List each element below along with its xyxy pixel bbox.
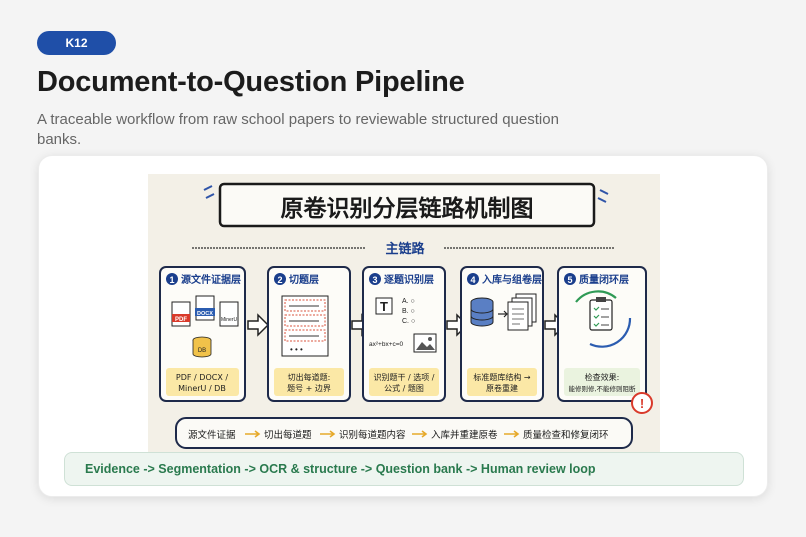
flow-arrow-icon [247,313,270,337]
documents-stack-icon [507,293,537,331]
docx-label-bg [195,308,215,316]
stage-2: 2 切题层 • • • 切出每道题: 题号 + 边界 [267,266,351,402]
stage-note-line-2: MinerU / DB [178,384,226,393]
stage-number: 2 [277,275,282,285]
diagram-title-box [218,182,596,228]
flow-arrow-small-icon [412,430,428,438]
stage-note-line-1: 检查效果: [585,372,620,382]
stage-note-line-1: PDF / DOCX / [176,373,228,382]
stage-1: 1 源文件证据层 PDF DOCX MinerU DB PDF / DOCX /… [159,266,246,402]
stage-note-line-2: 原卷重建 [486,383,518,393]
stage-note-line-2: 能修则修,不能修则阻断 [568,384,636,393]
flow-arrow-small-icon [320,430,336,438]
svg-text:!: ! [640,396,644,411]
option-c: C. ○ [402,318,415,325]
flow-arrow-small-icon [245,430,261,438]
pdf-label-bg [172,314,190,322]
stage-3: 3 逐题识别层 T A. ○ B. ○ C. ○ ax²+bx+c=0 识别题干… [362,266,446,402]
page-subtitle: A traceable workflow from raw school pap… [37,111,559,148]
option-a: A. ○ [402,298,415,305]
flow-step-4: 入库并重建原卷 [431,429,498,441]
database-stack-icon [470,297,494,327]
stage-number: 4 [470,275,475,285]
stage-note-line-1: 识别题干 / 选项 / [373,372,434,382]
flow-step-2: 切出每道题 [264,429,312,441]
sparkle-left-icon [203,185,215,199]
flow-arrow-small-icon [504,430,520,438]
flow-summary-box [175,417,633,449]
main-chain-label: 主链路 [385,241,425,257]
sparkle-right-icon [597,189,609,203]
clipboard-checklist-icon [575,290,632,348]
stage-name: 入库与组卷层 [482,273,542,286]
docx-label: DOCX [197,311,213,317]
svg-text:T: T [380,299,388,314]
stage-name: 质量闭环层 [579,273,629,286]
diagram-card: 原卷识别分层链路机制图 主链路 1 源文件证据层 PDF DOCX MinerU… [38,155,768,497]
pdf-label: PDF [175,317,187,323]
stage-name: 源文件证据层 [181,273,241,286]
text-recognition-icon [375,297,393,315]
flow-step-3: 识别每道题内容 [339,429,406,441]
formula-text: ax²+bx+c=0 [369,341,404,348]
stage-number: 3 [372,275,377,285]
stage-name: 切题层 [289,274,319,286]
stage-number: 5 [567,275,572,285]
stage-note-line-2: 公式 / 题图 [384,383,424,393]
pipeline-caption: Evidence -> Segmentation -> OCR & struct… [64,452,744,486]
category-badge: K12 [37,31,116,55]
page-title: Document-to-Question Pipeline [37,66,465,98]
db-label: DB [198,348,206,354]
stage-note-line-1: 标准题库结构 → [473,372,531,382]
stage-5: 5 质量闭环层 检查效果: 能修则修,不能修则阻断 ! [557,266,653,414]
stage-4: 4 入库与组卷层 标准题库结构 → 原卷重建 [460,266,544,402]
stage-note-box [166,368,239,396]
flow-step-1: 源文件证据 [188,429,236,441]
option-b: B. ○ [402,308,415,315]
stage-name: 逐题识别层 [384,273,434,286]
warning-icon [631,392,653,414]
mineru-file-icon [219,301,239,327]
diagram-title: 原卷识别分层链路机制图 [281,195,534,222]
pipeline-diagram: 原卷识别分层链路机制图 主链路 1 源文件证据层 PDF DOCX MinerU… [148,174,660,456]
flow-step-5: 质量检查和修复闭环 [523,429,609,441]
mineru-label: MinerU [221,317,238,323]
stage-note-line-1: 切出每道题: [288,372,331,382]
stage-number-badge [166,273,178,285]
stage-note-line-2: 题号 + 边界 [287,383,331,393]
stage-number: 1 [169,275,174,285]
more-dots: • • • [290,345,303,354]
